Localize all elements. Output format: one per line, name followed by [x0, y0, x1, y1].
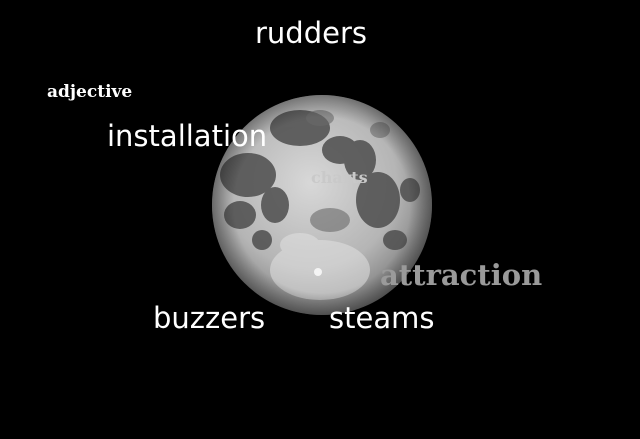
word-buzzers: buzzers — [153, 301, 266, 335]
word-installation: installation — [107, 119, 268, 153]
word-adjective: adjective — [47, 82, 133, 102]
word-rudders: rudders — [255, 16, 367, 50]
word-steams: steams — [329, 301, 435, 335]
word-charts: charts — [311, 168, 368, 187]
word-attraction: attraction — [380, 258, 543, 292]
